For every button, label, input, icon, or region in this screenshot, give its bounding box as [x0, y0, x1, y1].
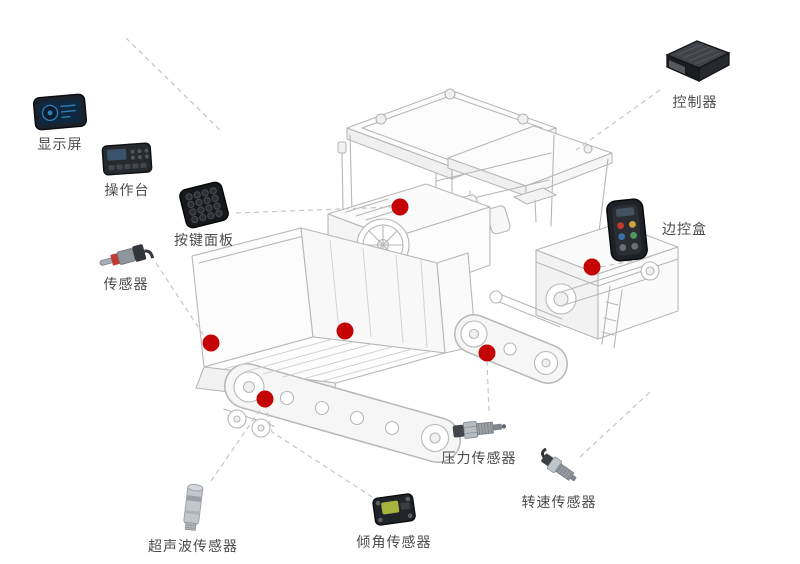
- display-screen-label: 显示屏: [37, 137, 83, 153]
- ultrasonic-sensor-icon: [179, 481, 207, 533]
- connector-top-left: [125, 37, 222, 132]
- operation-console-icon: [101, 140, 153, 177]
- markers: [202, 198, 601, 408]
- controller-icon: [655, 36, 735, 88]
- paver-machine-body: [191, 88, 679, 463]
- connector-keypad: [235, 206, 393, 214]
- sensor-label: 传感器: [103, 277, 149, 293]
- component-controller: 控制器: [652, 36, 738, 110]
- connector-lines: [125, 37, 661, 503]
- connector-speed-sensor: [579, 391, 651, 458]
- machine-hatching: [223, 239, 433, 382]
- component-pressure-sensor: 压力传感器: [436, 414, 522, 466]
- pressure-sensor-icon: [449, 411, 510, 447]
- marker-dot: [256, 390, 274, 408]
- sensor-icon: [95, 235, 156, 277]
- display-screen-icon: [32, 92, 89, 133]
- operation-console-label: 操作台: [104, 183, 150, 199]
- marker-dot: [391, 198, 409, 216]
- tilt-sensor-icon: [369, 487, 420, 531]
- connector-tilt-sensor: [265, 406, 381, 503]
- component-sensor: 传感器: [94, 242, 158, 292]
- component-keypad-panel: 按键面板: [172, 181, 236, 249]
- side-control-box-icon: [601, 196, 653, 264]
- component-speed-sensor: 转速传感器: [516, 446, 602, 510]
- marker-dot: [478, 344, 496, 362]
- pressure-sensor-label: 压力传感器: [441, 451, 517, 467]
- component-side-control-box: 边控盒: [604, 198, 707, 262]
- keypad-panel-label: 按键面板: [174, 233, 234, 249]
- connector-ultrasonic-sensor: [210, 406, 263, 482]
- component-display-screen: 显示屏: [24, 92, 96, 153]
- tilt-sensor-label: 倾角传感器: [356, 535, 432, 551]
- speed-sensor-label: 转速传感器: [521, 495, 597, 511]
- marker-dot: [336, 322, 354, 340]
- connector-side-control-box: [599, 260, 633, 268]
- speed-sensor-icon: [536, 446, 582, 488]
- connector-controller: [575, 89, 661, 151]
- controller-label: 控制器: [672, 95, 718, 111]
- component-ultrasonic-sensor: 超声波传感器: [136, 482, 250, 554]
- connector-pressure-sensor: [486, 361, 490, 412]
- keypad-panel-icon: [177, 179, 232, 231]
- side-control-box-label: 边控盒: [662, 222, 707, 238]
- connector-sensor: [155, 262, 207, 340]
- marker-dot: [583, 258, 601, 276]
- component-tilt-sensor: 倾角传感器: [352, 490, 436, 550]
- component-operation-console: 操作台: [98, 142, 156, 198]
- ultrasonic-sensor-label: 超声波传感器: [148, 539, 238, 555]
- marker-dot: [202, 334, 220, 352]
